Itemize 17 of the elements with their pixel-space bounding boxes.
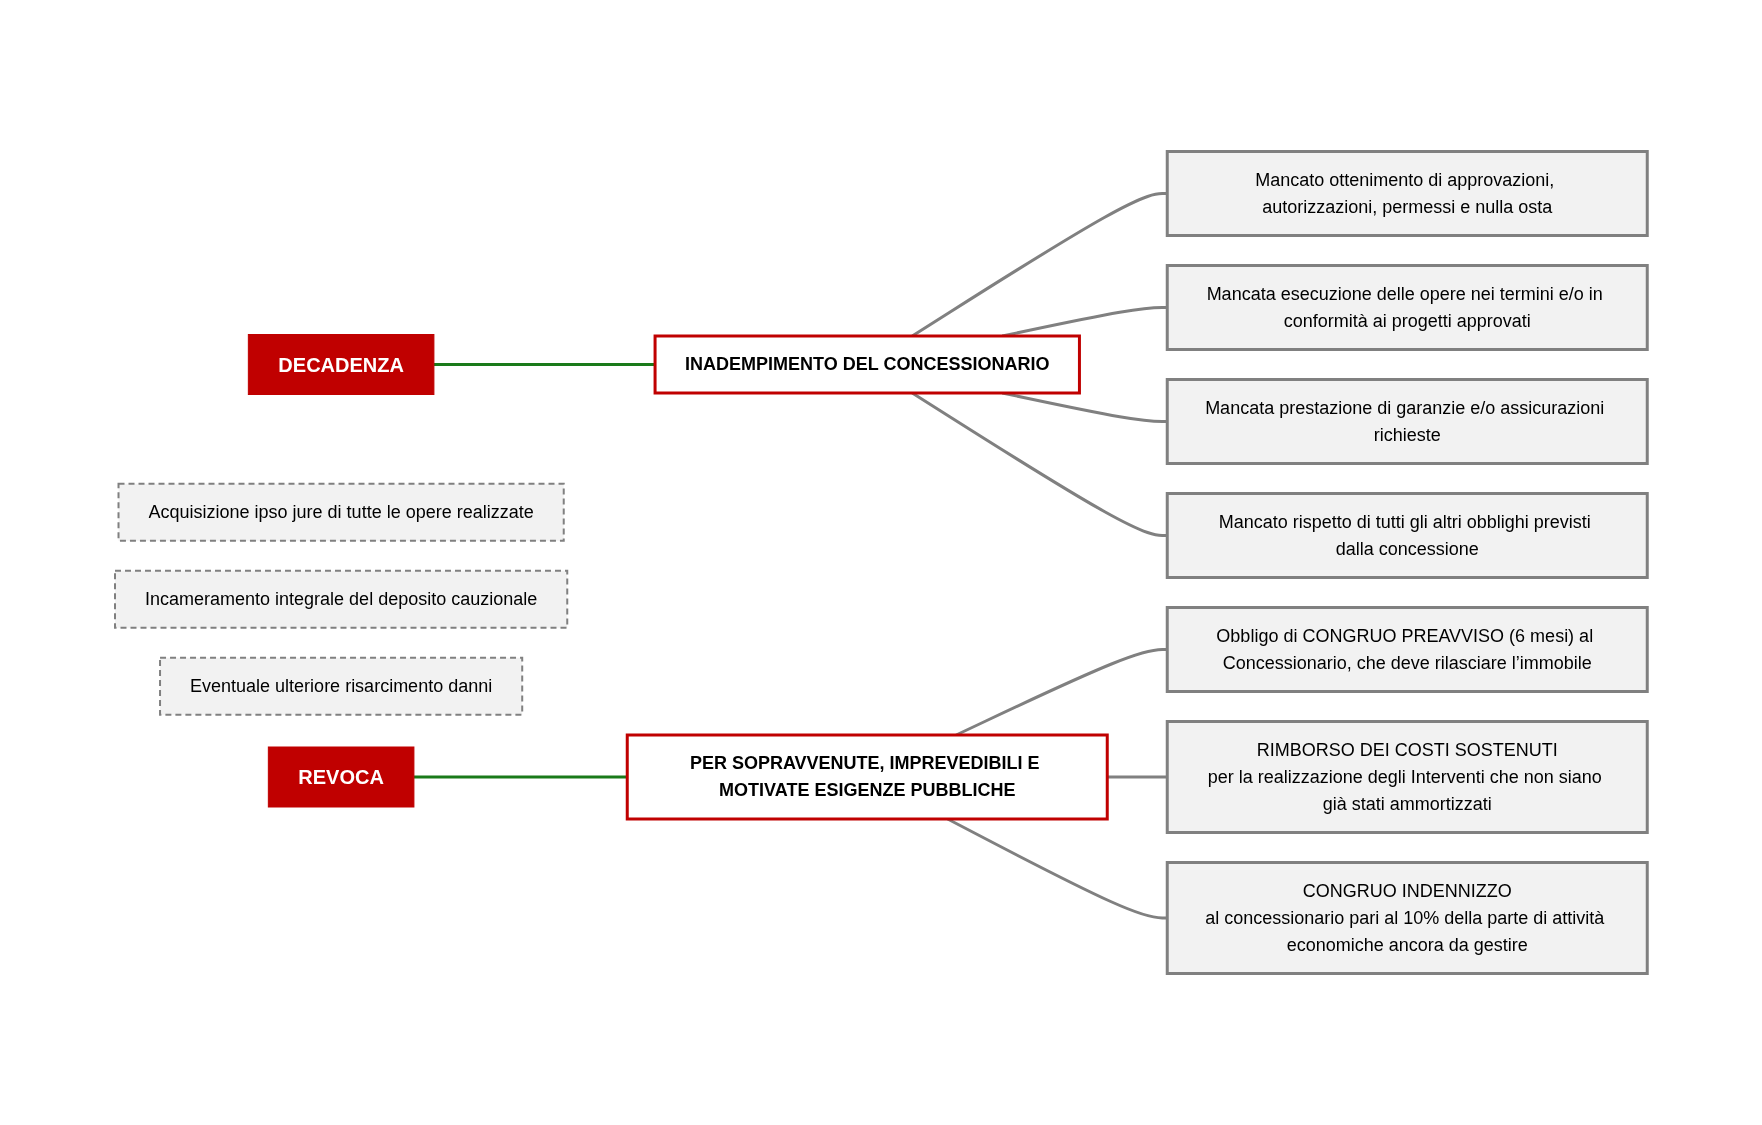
node-box: Acquisizione ipso jure di tutte le opere realizzate [117,482,565,542]
node-box: CONGRUO INDENNIZZO al concessionario pari al 10% della parte di attività economiche ancora da gestire [1165,861,1649,975]
node-box: Mancato ottenimento di approvazioni, autorizzazioni, permessi e nulla osta [1165,150,1649,237]
node-box: Eventuale ulteriore risarcimento danni [158,656,524,716]
node-box: REVOCA [267,746,415,808]
node-box: INADEMPIMENTO DEL CONCESSIONARIO [653,334,1081,395]
node-box: Mancato rispetto di tutti gli altri obblighi previsti dalla concessione [1165,492,1649,579]
node-box: Mancata esecuzione delle opere nei termini e/o in conformità ai progetti approvati [1165,264,1649,351]
node-box: RIMBORSO DEI COSTI SOSTENUTI per la realizzazione degli Interventi che non siano già stati ammortizzati [1165,720,1649,834]
node-box: Incameramento integrale del deposito cauzionale [113,569,569,629]
node-box: Obbligo di CONGRUO PREAVVISO (6 mesi) al Concessionario, che deve rilasciare l’immobile [1165,606,1649,693]
node-box: PER SOPRAVVENUTE, IMPREVEDIBILI E MOTIVATE ESIGENZE PUBBLICHE [625,733,1109,821]
connector [433,363,655,366]
connector [413,775,628,779]
connector [1107,775,1168,779]
node-box: DECADENZA [247,334,435,395]
node-box: Mancata prestazione di garanzie e/o assicurazioni richieste [1165,378,1649,465]
